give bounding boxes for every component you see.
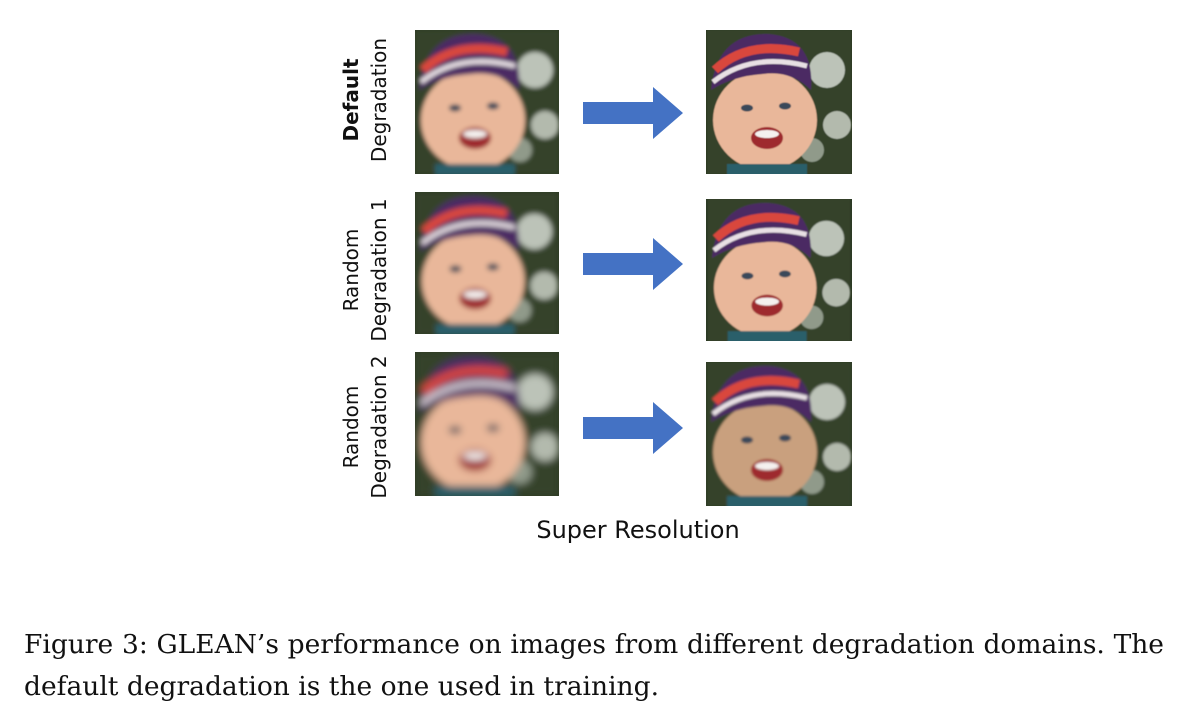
row-label-default: Default Degradation bbox=[335, 30, 395, 170]
figure-subtitle: Super Resolution bbox=[536, 516, 740, 544]
figure-caption: Figure 3: GLEAN’s performance on images … bbox=[24, 628, 1164, 702]
row-label-line1: Random bbox=[339, 228, 363, 312]
row-label-random-1: Random Degradation 1 bbox=[335, 198, 395, 342]
right-arrow-icon bbox=[583, 87, 683, 144]
output-image-random-2 bbox=[706, 362, 852, 506]
right-arrow-icon bbox=[583, 402, 683, 459]
row-label-line2: Degradation bbox=[367, 37, 391, 163]
row-label-line1: Default bbox=[339, 58, 363, 142]
right-arrow-icon bbox=[583, 238, 683, 295]
output-image-default bbox=[706, 30, 852, 174]
row-label-line2: Degradation 2 bbox=[367, 355, 391, 499]
row-label-line2: Degradation 1 bbox=[367, 198, 391, 342]
input-image-default bbox=[415, 30, 559, 174]
row-label-random-2: Random Degradation 2 bbox=[335, 355, 395, 499]
input-image-random-2 bbox=[415, 352, 559, 496]
output-image-random-1 bbox=[706, 199, 852, 341]
input-image-random-1 bbox=[415, 192, 559, 334]
row-label-line1: Random bbox=[339, 385, 363, 469]
figure: Default Degradation Random Degradation 1… bbox=[335, 30, 852, 544]
